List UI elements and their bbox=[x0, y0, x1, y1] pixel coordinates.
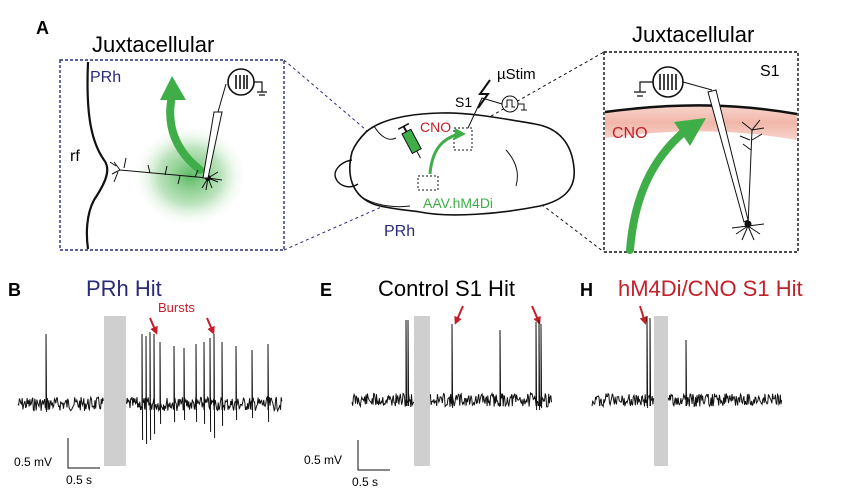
panel-e-title: Control S1 Hit bbox=[378, 276, 515, 301]
panel-b-stim-bar bbox=[104, 316, 126, 466]
right-green-arrow-shaft bbox=[626, 126, 690, 254]
left-inset: Juxtacellular PRh rf bbox=[59, 32, 285, 251]
stim-ground-icon bbox=[518, 103, 527, 111]
left-inset-connectors bbox=[283, 59, 421, 251]
brain-virus-label: AAV.hM4Di bbox=[423, 195, 493, 211]
left-amplifier-spikes bbox=[235, 75, 248, 89]
panel-e-stim-bar bbox=[414, 316, 430, 466]
panel-b-trace bbox=[17, 331, 283, 445]
left-green-arrow-shaft bbox=[166, 92, 204, 174]
stim-wire bbox=[467, 97, 503, 129]
panel-b-title: PRh Hit bbox=[86, 276, 162, 301]
brain-sulcus-2 bbox=[505, 149, 518, 187]
s1-target-box bbox=[453, 127, 473, 151]
brain-sulcus-1 bbox=[373, 125, 397, 140]
right-inset: Juxtacellular CNO S1 bbox=[603, 22, 799, 254]
panel-h-trace bbox=[591, 315, 783, 409]
panel-e-arrow-2 bbox=[531, 305, 541, 325]
right-amplifier-spikes bbox=[659, 74, 677, 90]
lightning-icon bbox=[477, 79, 491, 109]
right-inset-frame bbox=[603, 51, 799, 253]
olfactory-bulb bbox=[334, 159, 359, 188]
panel-e-trace bbox=[351, 319, 552, 411]
cno-syringe bbox=[397, 122, 422, 159]
left-electrode-wire bbox=[217, 83, 227, 113]
panel-h-arrow bbox=[639, 305, 648, 325]
brain-ventral-line bbox=[359, 195, 411, 208]
rhinal-fissure-label: rf bbox=[70, 148, 80, 165]
right-inset-title: Juxtacellular bbox=[632, 22, 754, 47]
panel-e-scale-mv: 0.5 mV bbox=[304, 453, 342, 467]
cortical-surface bbox=[604, 104, 798, 116]
stim-pulse-icon bbox=[505, 99, 515, 108]
right-ground-icon bbox=[634, 81, 653, 97]
panel-b-letter: B bbox=[8, 280, 21, 300]
brain-green-arrowhead bbox=[454, 128, 466, 140]
stim-label: µStim bbox=[497, 66, 536, 83]
panel-h-stim-bar bbox=[654, 316, 668, 466]
left-inset-region-label: PRh bbox=[90, 69, 121, 86]
bursts-label: Bursts bbox=[158, 300, 195, 315]
panel-e-scale-s: 0.5 s bbox=[352, 475, 378, 489]
right-electrode bbox=[707, 89, 749, 223]
right-green-arrowhead bbox=[674, 118, 706, 146]
rhinal-fissure-outline bbox=[85, 61, 109, 250]
stimulator-icon bbox=[501, 95, 519, 113]
brain-cno-label: CNO bbox=[420, 119, 451, 135]
burst-arrow-2 bbox=[206, 317, 215, 335]
left-amplifier-icon bbox=[227, 68, 255, 96]
brain-s1-label: S1 bbox=[455, 94, 472, 110]
brain-prh-label: PRh bbox=[384, 223, 415, 240]
left-green-arrowhead bbox=[160, 76, 186, 100]
left-inset-frame bbox=[59, 59, 285, 251]
panel-b-scale-bar: 0.5 mV 0.5 s bbox=[14, 438, 100, 487]
prh-target-box bbox=[417, 175, 439, 191]
right-cno-label: CNO bbox=[612, 125, 648, 142]
panel-h-letter: H bbox=[580, 280, 593, 300]
right-electrode-wire bbox=[682, 81, 713, 91]
left-electrode bbox=[202, 111, 223, 179]
left-ground-icon bbox=[254, 81, 267, 96]
panel-e-arrow-1 bbox=[454, 305, 464, 325]
panel-b-scale-s: 0.5 s bbox=[66, 473, 92, 487]
burst-arrow-1 bbox=[149, 317, 158, 335]
panel-e-letter: E bbox=[320, 280, 332, 300]
s1-pyramidal-neuron bbox=[731, 119, 765, 241]
right-region-label: S1 bbox=[760, 63, 780, 80]
panel-h-title: hM4Di/CNO S1 Hit bbox=[618, 276, 803, 301]
panel-b-scale-mv: 0.5 mV bbox=[14, 455, 52, 469]
rat-brain-diagram: CNO S1 AAV.hM4Di PRh µStim bbox=[334, 66, 575, 240]
panel-a-letter: A bbox=[36, 18, 49, 38]
left-inset-title: Juxtacellular bbox=[92, 32, 214, 57]
panel-e-scale-bar: 0.5 mV 0.5 s bbox=[304, 440, 390, 489]
